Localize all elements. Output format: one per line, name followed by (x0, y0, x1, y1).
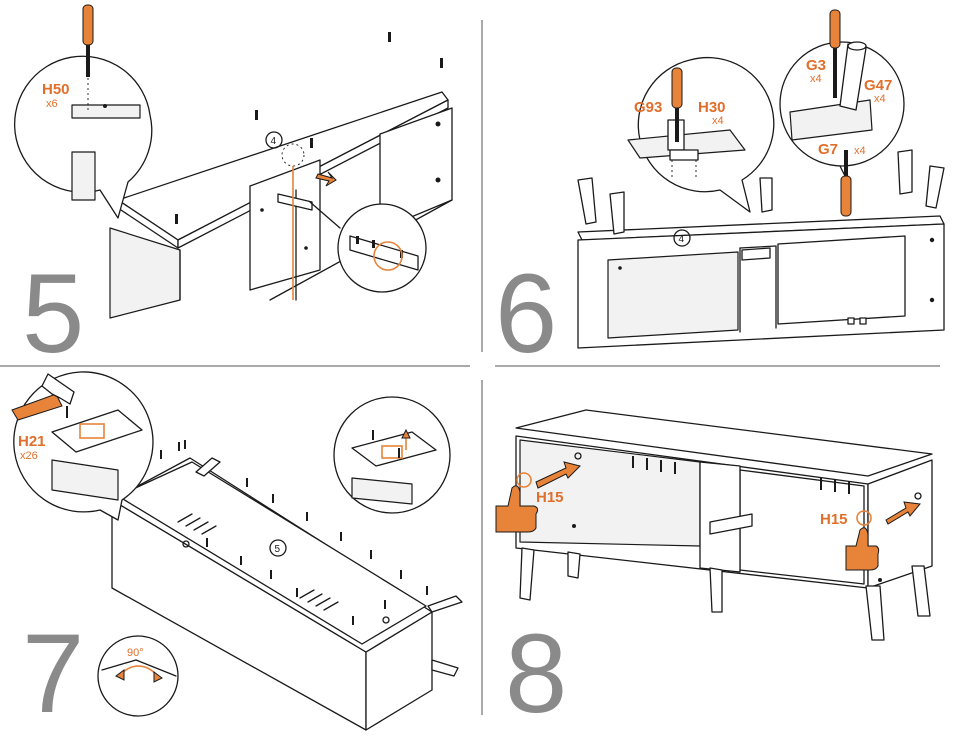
step-7-part-qty: x26 (20, 450, 38, 462)
step-6-cabinet (577, 215, 945, 349)
step-6-part-g3: G3 (806, 57, 826, 74)
arrow-icon (885, 501, 921, 525)
step-8-cabinet (515, 409, 933, 589)
step-7-marker: 5 (275, 544, 281, 555)
step-7-zoom-bubble-hammer: H21 x26 (11, 371, 154, 521)
screwdriver-icon (840, 150, 852, 217)
quadrant-dividers (0, 20, 940, 715)
screwdriver-icon (82, 4, 94, 77)
step-7-angle-label: 90° (127, 647, 144, 659)
step-5-cabinet (109, 32, 453, 319)
step-5-zoom-bubble-top: H50 x6 (13, 4, 153, 219)
step-8-legs (519, 547, 931, 641)
step-6-number: 6 (495, 251, 557, 376)
step-8-part-left: H15 (536, 489, 564, 506)
step-6-qty-g47: x4 (874, 93, 886, 105)
step-5-marker-circle (265, 131, 283, 149)
step-6-part-g7: G7 (818, 141, 838, 158)
step-7-panel: 7 (11, 371, 463, 736)
arrow-icon (535, 461, 581, 489)
thumbs-up-icon (495, 485, 539, 533)
step-6-zoom-bubble-leg-plate: G93 H30 x4 (627, 56, 775, 213)
screwdriver-icon (671, 67, 683, 142)
step-5-part-qty: x6 (46, 98, 58, 110)
hammer-icon (11, 373, 75, 421)
step-6-part-g47: G47 (864, 77, 892, 94)
step-6-qty-h30: x4 (712, 115, 724, 127)
step-6-qty-g7: x4 (854, 145, 866, 157)
step-6-qty-g3: x4 (810, 73, 822, 85)
step-8-panel: 8 (495, 409, 933, 736)
step-6-panel: 6 4 (495, 9, 945, 376)
step-7-angle-bubble: 90° (97, 635, 179, 717)
step-6-legs (577, 149, 945, 235)
step-7-zoom-bubble-nail (333, 396, 451, 514)
step-6-marker: 4 (679, 234, 685, 245)
step-8-number: 8 (505, 611, 567, 736)
step-5-zoom-bubble-slide (309, 201, 427, 293)
step-5-part-code: H50 (42, 81, 70, 98)
step-7-part-code: H21 (18, 433, 46, 450)
step-5-number: 5 (22, 251, 84, 376)
step-8-part-right: H15 (820, 511, 848, 528)
step-5-marker: 4 (271, 136, 277, 147)
thumbs-up-icon (845, 527, 880, 571)
step-7-number: 7 (22, 611, 84, 736)
screwdriver-icon (829, 9, 841, 98)
step-5-panel: 5 (13, 4, 453, 376)
step-6-part-h30: H30 (698, 99, 726, 116)
step-6-part-g93: G93 (634, 99, 662, 116)
step-6-zoom-bubble-leg-mount: G3 x4 G47 x4 G7 x4 (779, 9, 905, 217)
